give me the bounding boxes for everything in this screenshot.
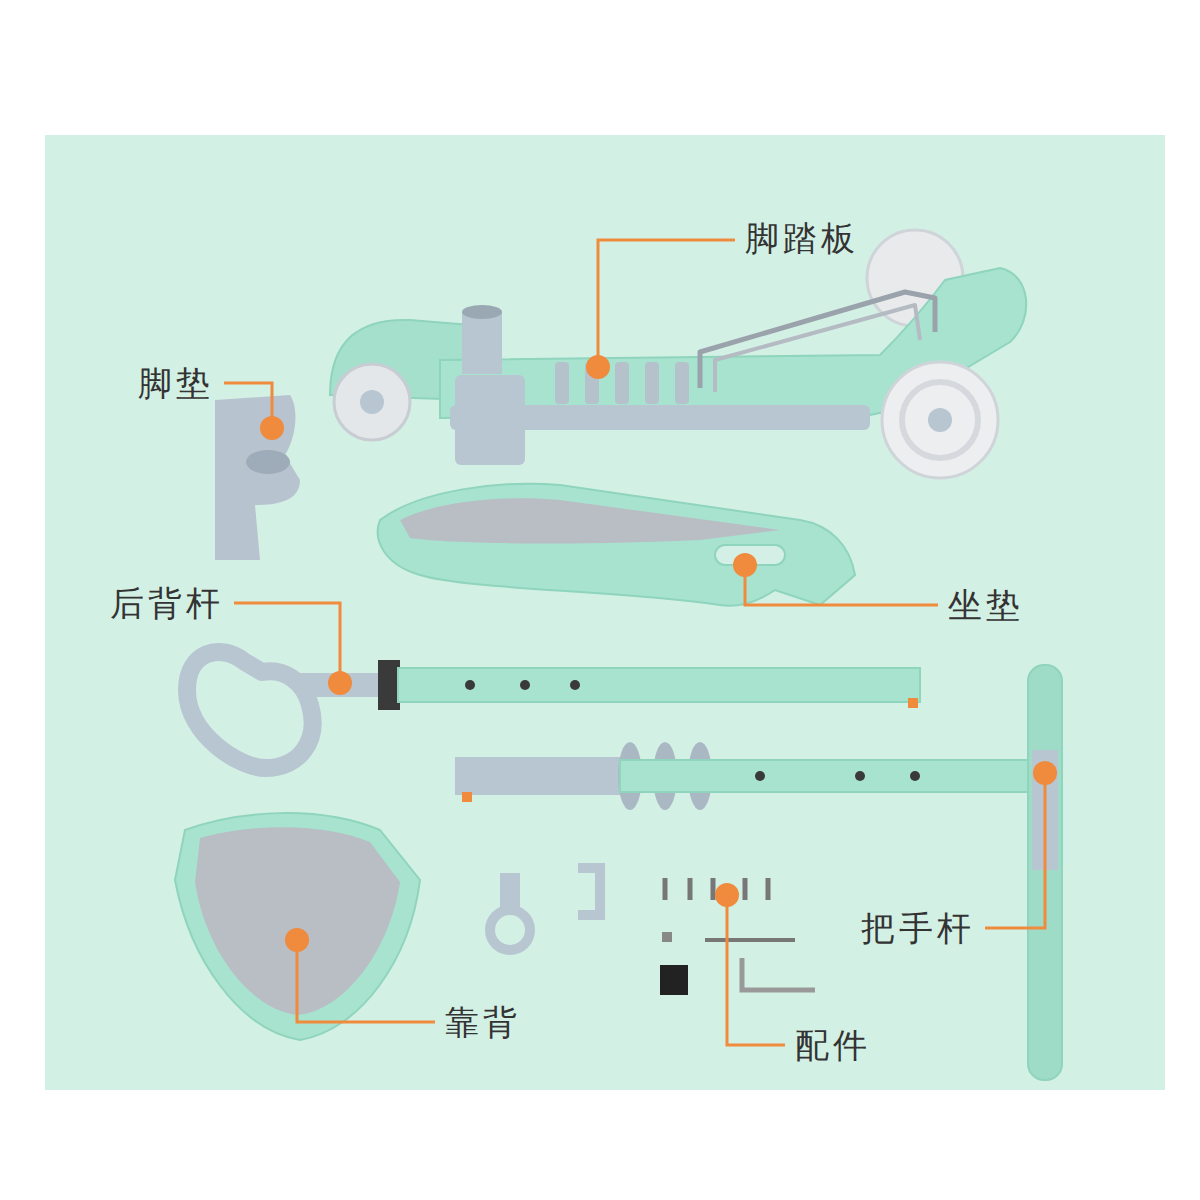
foot-pad-part xyxy=(215,395,300,560)
seat-part-shape xyxy=(378,484,855,606)
part-label: 坐垫 xyxy=(948,585,1024,626)
deck-part-shape xyxy=(555,362,569,404)
handle-rod-part-shape xyxy=(620,760,1030,792)
callout-dot-shape xyxy=(328,671,352,695)
accessories-part-shape xyxy=(711,878,716,900)
seat-part-shape xyxy=(400,498,780,543)
handle-rod-part xyxy=(455,665,1062,1080)
deck-part-shape xyxy=(645,362,659,404)
deck-part-shape xyxy=(928,408,952,432)
leader-line xyxy=(224,240,1045,1045)
back-rod-part xyxy=(187,652,920,768)
back-rod-part-shape xyxy=(570,680,580,690)
deck-part-shape xyxy=(455,375,525,465)
callout-dot-shape xyxy=(1033,761,1057,785)
back-rod-part-shape xyxy=(908,698,918,708)
deck-part-shape xyxy=(615,362,629,404)
accessories-part-shape xyxy=(578,868,600,915)
callout-dot xyxy=(260,355,1057,952)
back-rod-part-shape xyxy=(398,668,920,702)
deck-part-shape xyxy=(462,312,502,374)
leader-line-shape xyxy=(297,940,435,1022)
callout-dot-shape xyxy=(285,928,309,952)
leader-line-shape xyxy=(598,240,735,367)
back-rod-part-shape xyxy=(187,652,313,768)
accessories-part-shape xyxy=(662,932,672,942)
part-label: 配件 xyxy=(795,1025,871,1066)
handle-rod-part-shape xyxy=(462,792,472,802)
accessories-part-shape xyxy=(490,910,530,950)
part-label: 脚踏板 xyxy=(745,218,859,259)
background-panel xyxy=(45,135,1165,1090)
accessories-part-shape xyxy=(743,878,748,900)
callout-dot-shape xyxy=(715,883,739,907)
deck-part-shape xyxy=(902,382,978,458)
callout-dot-shape xyxy=(260,416,284,440)
foot-pad-part-shape xyxy=(215,395,300,560)
accessories-part xyxy=(490,868,815,995)
accessories-part-shape xyxy=(742,958,815,990)
leader-line-shape xyxy=(234,603,340,683)
handle-rod-part-shape xyxy=(855,771,865,781)
back-rod-part-shape xyxy=(520,680,530,690)
accessories-part-shape xyxy=(705,938,795,942)
seat-part xyxy=(378,484,855,606)
back-rod-part-shape xyxy=(465,680,475,690)
deck-part-shape xyxy=(675,362,689,404)
deck-part-shape xyxy=(462,305,502,319)
deck-part-shape xyxy=(700,292,935,388)
leader-line-shape xyxy=(985,773,1045,928)
accessories-part-shape xyxy=(663,878,668,900)
callout-dot-shape xyxy=(586,355,610,379)
handle-rod-part-shape xyxy=(455,757,620,795)
accessories-part-shape xyxy=(688,878,693,900)
deck-part-shape xyxy=(882,362,998,478)
deck-part-shape xyxy=(715,305,920,392)
deck-part xyxy=(330,230,1026,478)
part-label: 把手杆 xyxy=(861,908,975,949)
part-label: 靠背 xyxy=(445,1002,521,1043)
deck-part-shape xyxy=(334,364,410,440)
deck-part-shape xyxy=(360,390,384,414)
foot-pad-part-shape xyxy=(246,450,290,474)
accessories-part-shape xyxy=(660,965,688,995)
accessories-part-shape xyxy=(766,878,771,900)
handle-rod-part-shape xyxy=(755,771,765,781)
leader-line-shape xyxy=(727,895,785,1045)
handle-rod-part-shape xyxy=(910,771,920,781)
part-label: 脚垫 xyxy=(138,363,214,404)
leader-line-shape xyxy=(745,565,938,605)
part-label: 后背杆 xyxy=(110,583,224,624)
callout-dot-shape xyxy=(733,553,757,577)
back-rod-part-shape xyxy=(378,660,400,710)
